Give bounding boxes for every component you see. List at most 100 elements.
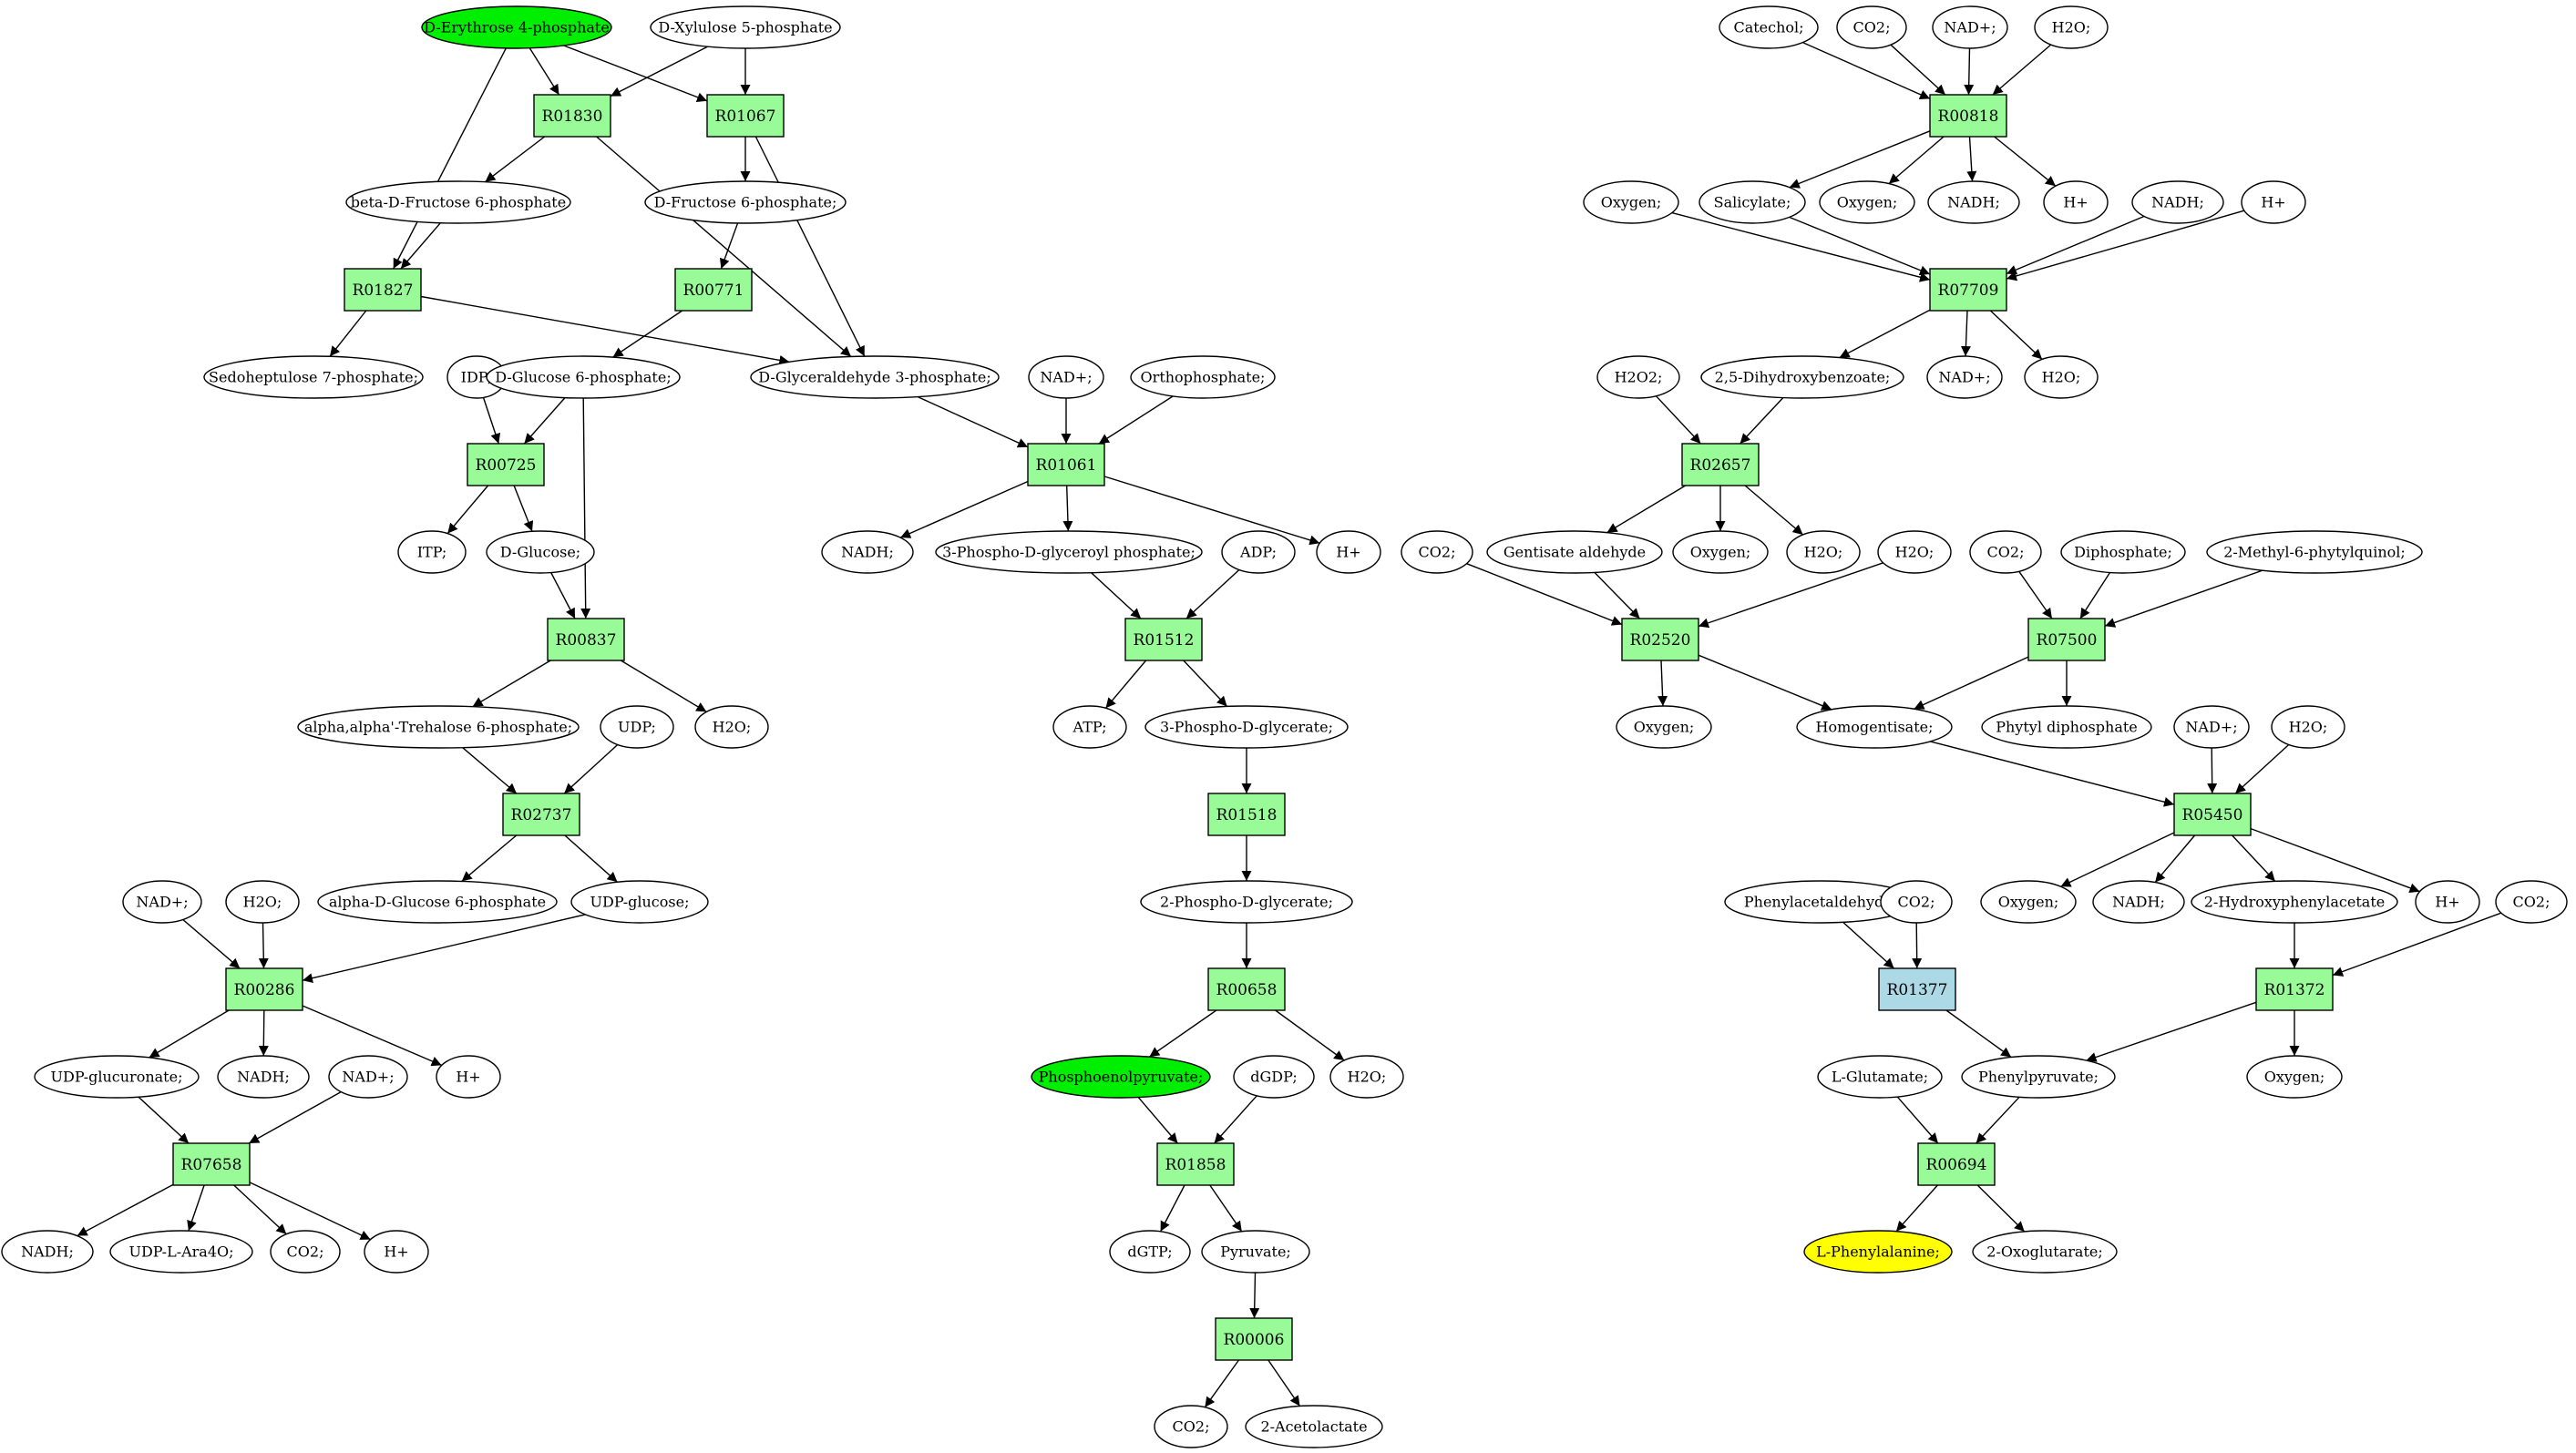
compound-node-c_nad3[interactable]: NAD+; [328,1055,408,1099]
compound-node-c_h4[interactable]: H+ [2043,180,2109,224]
compound-node-c_h2o5[interactable]: H2O; [2024,355,2099,399]
reaction-node-r00006[interactable]: R00006 [1215,1317,1293,1361]
compound-node-c_dgtp[interactable]: dGTP; [1109,1230,1191,1274]
compound-node-c_hpa[interactable]: 2-Hydroxyphenylacetate [2191,880,2398,924]
reaction-node-r01858[interactable]: R01858 [1156,1142,1235,1186]
compound-node-c_h2o3[interactable]: H2O; [1329,1055,1404,1099]
compound-node-c_ppyr[interactable]: Phenylpyruvate; [1961,1055,2116,1099]
compound-node-c_pep[interactable]: Phosphoenolpyruvate; [1031,1055,1211,1099]
compound-node-c_h3[interactable]: H+ [364,1230,429,1274]
compound-node-c_udpgl[interactable]: UDP-glucuronate; [34,1055,200,1099]
compound-node-c_h1[interactable]: H+ [1316,530,1381,574]
compound-node-c_itp[interactable]: ITP; [397,530,467,574]
compound-node-c_nad2[interactable]: NAD+; [122,880,202,924]
reaction-node-r05450[interactable]: R05450 [2173,793,2252,836]
compound-node-c_pi[interactable]: Orthophosphate; [1130,355,1276,399]
compound-node-c_atp[interactable]: ATP; [1052,705,1127,749]
compound-node-c_nad5[interactable]: NAD+; [1926,355,2003,399]
compound-node-c_nadh3[interactable]: NADH; [1,1230,94,1274]
compound-node-c_o2e[interactable]: Oxygen; [1980,880,2077,924]
compound-node-c_co2a[interactable]: CO2; [270,1230,341,1274]
reaction-node-r01061[interactable]: R01061 [1027,443,1105,486]
compound-node-c_h2[interactable]: H+ [436,1055,501,1099]
compound-node-c_o2f[interactable]: Oxygen; [2246,1055,2343,1099]
compound-node-c_nad6[interactable]: NAD+; [2173,705,2250,749]
compound-node-c_nadh6[interactable]: NADH; [2092,880,2185,924]
compound-node-c_nadh1[interactable]: NADH; [821,530,914,574]
compound-node-c_gal[interactable]: Gentisate aldehyde [1486,530,1663,574]
compound-node-c_2pg[interactable]: 2-Phospho-D-glycerate; [1140,880,1353,924]
reaction-node-r02657[interactable]: R02657 [1681,443,1760,486]
compound-node-c_co2b[interactable]: CO2; [1154,1405,1228,1448]
reaction-node-r01377[interactable]: R01377 [1878,967,1956,1011]
compound-node-c_h2o2[interactable]: H2O; [225,880,300,924]
reaction-node-r01372[interactable]: R01372 [2255,967,2334,1011]
compound-node-c_acl[interactable]: 2-Acetolactate [1245,1405,1383,1448]
compound-node-c_udp[interactable]: UDP; [600,705,674,749]
compound-node-c_13bpg[interactable]: 3-Phospho-D-glyceroyl phosphate; [935,530,1203,574]
compound-node-c_co2f[interactable]: CO2; [1880,880,1953,924]
compound-node-c_nad4[interactable]: NAD+; [1932,5,2008,49]
compound-node-c_dgdp[interactable]: dGDP; [1233,1055,1315,1099]
compound-node-c_h5[interactable]: H+ [2241,180,2306,224]
reaction-node-r01512[interactable]: R01512 [1124,618,1203,661]
reaction-node-r02737[interactable]: R02737 [502,793,580,836]
compound-node-c_e4p[interactable]: D-Erythrose 4-phosphate [421,5,612,49]
compound-node-c_h2o2a[interactable]: H2O2; [1596,355,1680,399]
compound-node-c_h2o7[interactable]: H2O; [1877,530,1952,574]
reaction-node-r00658[interactable]: R00658 [1207,967,1286,1011]
compound-node-c_gap[interactable]: D-Glyceraldehyde 3-phosphate; [750,355,1000,399]
compound-node-c_co2c[interactable]: CO2; [1836,5,1907,49]
compound-node-c_phdp[interactable]: Phytyl diphosphate [1981,705,2152,749]
reaction-node-r01518[interactable]: R01518 [1207,793,1286,836]
compound-node-c_nadh4[interactable]: NADH; [1927,180,2020,224]
compound-node-c_phe[interactable]: L-Phenylalanine; [1803,1230,1953,1274]
reaction-node-r07500[interactable]: R07500 [2027,618,2106,661]
reaction-node-r01830[interactable]: R01830 [533,94,611,138]
reaction-node-r00818[interactable]: R00818 [1929,94,2007,138]
reaction-node-r00837[interactable]: R00837 [547,618,625,661]
reaction-node-r00771[interactable]: R00771 [674,268,753,312]
compound-node-c_glc[interactable]: D-Glucose; [486,530,595,574]
compound-node-c_dip[interactable]: Diphosphate; [2060,530,2186,574]
compound-node-c_o2c[interactable]: Oxygen; [1672,530,1769,574]
compound-node-c_o2d[interactable]: Oxygen; [1616,705,1712,749]
compound-node-c_bf6p[interactable]: beta-D-Fructose 6-phosphate [345,180,571,224]
compound-node-c_h2o8[interactable]: H2O; [2271,705,2345,749]
reaction-node-r00286[interactable]: R00286 [225,967,303,1011]
compound-node-c_f6p[interactable]: D-Fructose 6-phosphate; [644,180,847,224]
compound-node-c_nadh5[interactable]: NADH; [2131,180,2224,224]
reaction-node-r02520[interactable]: R02520 [1621,618,1699,661]
compound-node-c_g6p[interactable]: D-Glucose 6-phosphate; [486,355,681,399]
compound-node-c_nad1[interactable]: NAD+; [1028,355,1104,399]
compound-node-c_udpg[interactable]: UDP-glucose; [570,880,709,924]
reaction-node-r01827[interactable]: R01827 [344,268,422,312]
compound-node-c_h6[interactable]: H+ [2415,880,2480,924]
compound-node-c_adp[interactable]: ADP; [1221,530,1296,574]
compound-node-c_h2o1[interactable]: H2O; [694,705,769,749]
compound-node-c_idp[interactable]: IDP; [446,355,507,399]
reaction-node-r07658[interactable]: R07658 [172,1142,251,1186]
compound-node-c_glu[interactable]: L-Glutamate; [1817,1055,1943,1099]
compound-node-c_s7p[interactable]: Sedoheptulose 7-phosphate; [203,355,424,399]
compound-node-c_pyr[interactable]: Pyruvate; [1201,1230,1310,1274]
compound-node-c_t6p[interactable]: alpha,alpha'-Trehalose 6-phosphate; [297,705,580,749]
compound-node-c_o2b[interactable]: Oxygen; [1819,180,1915,224]
reaction-node-r01067[interactable]: R01067 [706,94,785,138]
compound-node-c_co2d[interactable]: CO2; [1401,530,1473,574]
compound-node-c_mpq[interactable]: 2-Methyl-6-phytylquinol; [2206,530,2423,574]
compound-node-c_h2o6[interactable]: H2O; [1786,530,1861,574]
reaction-node-r00725[interactable]: R00725 [467,443,545,486]
compound-node-c_h2o4[interactable]: H2O; [2034,5,2109,49]
reaction-node-r00694[interactable]: R00694 [1917,1142,1996,1186]
compound-node-c_ag6p[interactable]: alpha-D-Glucose 6-phosphate [317,880,558,924]
compound-node-c_sal[interactable]: Salicylate; [1699,180,1806,224]
compound-node-c_x5p[interactable]: D-Xylulose 5-phosphate [650,5,841,49]
compound-node-c_oxg[interactable]: 2-Oxoglutarate; [1972,1230,2118,1274]
compound-node-c_o2a[interactable]: Oxygen; [1583,180,1679,224]
reaction-node-r07709[interactable]: R07709 [1929,268,2007,312]
compound-node-c_hga[interactable]: Homogentisate; [1796,705,1953,749]
compound-node-c_nadh2[interactable]: NADH; [217,1055,310,1099]
compound-node-c_co2g[interactable]: CO2; [2495,880,2568,924]
compound-node-c_cat[interactable]: Catechol; [1719,5,1819,49]
